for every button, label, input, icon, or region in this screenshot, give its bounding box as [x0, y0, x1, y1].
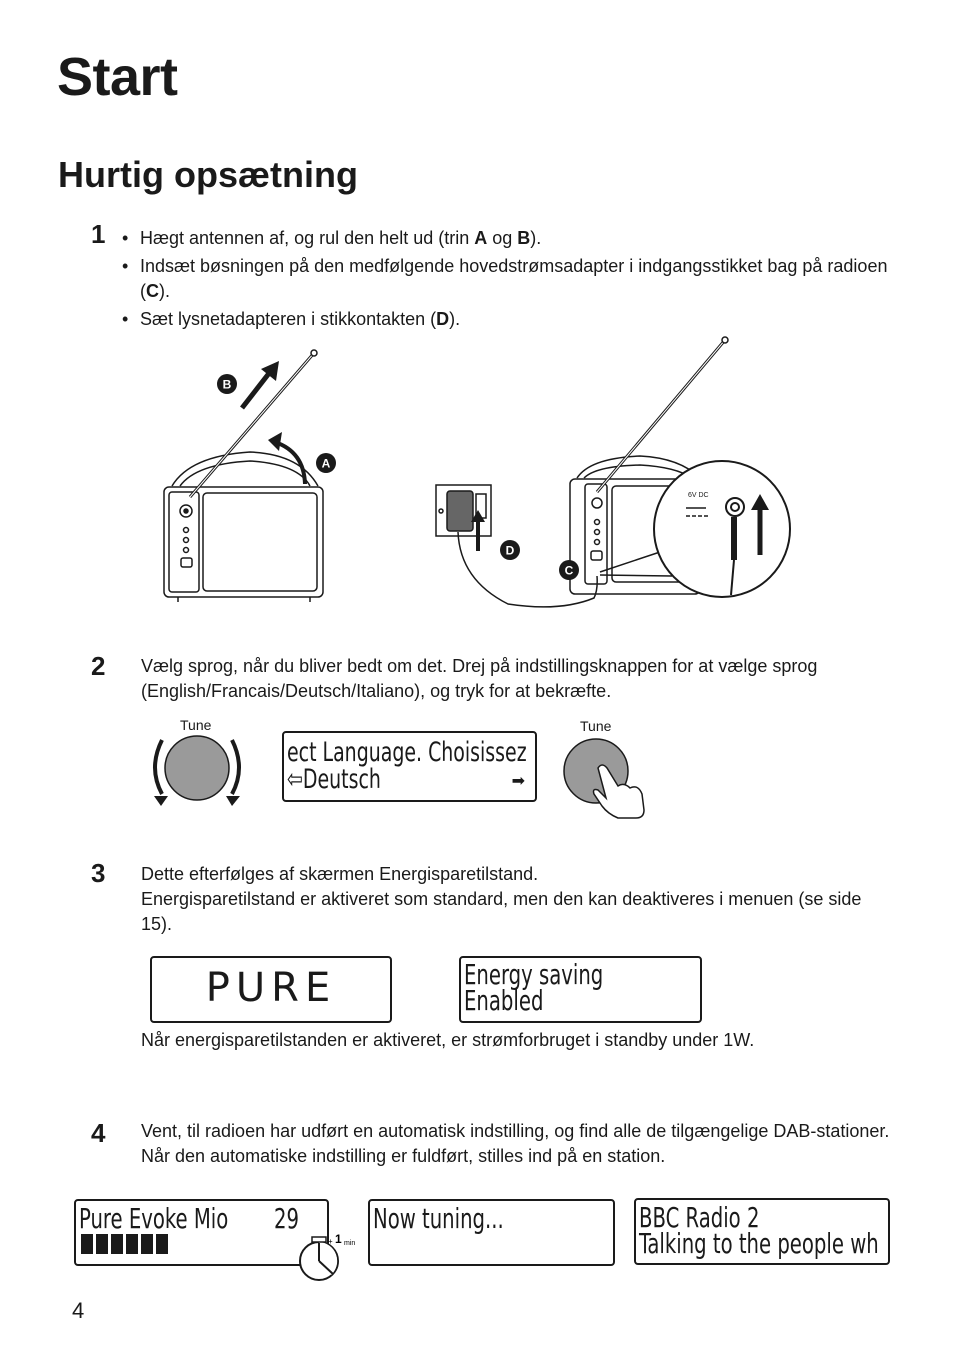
step-2-number: 2 — [91, 651, 106, 681]
badge-c: C — [559, 560, 579, 580]
badge-a: A — [316, 453, 336, 473]
svg-text:1: 1 — [335, 1232, 342, 1246]
svg-text:B: B — [223, 378, 232, 392]
step-2-text: Vælg sprog, når du bliver bedt om det. D… — [141, 656, 818, 701]
radio-antenna-illustration — [163, 349, 324, 602]
scanning-display: Pure Evoke Mio 29 — [74, 1199, 329, 1266]
tune-knob-rotate-icon — [153, 735, 241, 806]
display-line-2: Enabled — [464, 984, 544, 1017]
step-3-text-1: Dette efterfølges af skærmen Energispare… — [141, 864, 539, 884]
station-count: 29 — [274, 1202, 299, 1235]
svg-text:D: D — [506, 544, 515, 558]
arrow-right-icon: ➡ — [511, 771, 525, 790]
pure-logo: PURE — [205, 965, 337, 1011]
arrow-left-icon: ⇦ — [287, 764, 303, 795]
display-line-1: Energy saving — [464, 958, 604, 991]
tune-label-press: Tune — [580, 718, 612, 734]
language-select-display: ect Language. Choisissez ⇦Deutsch ➡ — [282, 731, 537, 802]
svg-text:C: C — [565, 564, 574, 578]
step-1-bullet: Indsæt bøsningen på den medfølgende hove… — [122, 254, 902, 304]
pure-logo-display: PURE — [150, 956, 392, 1023]
dc-input-label: 6V DC — [688, 492, 709, 499]
step-3-number: 3 — [91, 858, 106, 888]
page-title: Start — [57, 47, 178, 107]
badge-d: D — [500, 540, 520, 560]
svg-text:min: min — [344, 1240, 355, 1247]
page-number: 4 — [72, 1298, 85, 1323]
section-title: Hurtig opsætning — [58, 154, 358, 195]
step-1-bullet: Sæt lysnetadapteren i stikkontakten (D). — [122, 307, 902, 332]
step-3-text-2: Energisparetilstand er aktiveret som sta… — [141, 889, 862, 934]
display-line-1: BBC Radio 2 — [639, 1201, 760, 1234]
step-1-number: 1 — [91, 219, 106, 249]
station-name: Pure Evoke Mio — [79, 1202, 229, 1235]
display-line-1: ect Language. Choisissez — [287, 737, 527, 768]
svg-text:+: + — [328, 1237, 333, 1246]
display-line-1: Now tuning... — [373, 1202, 504, 1235]
svg-text:A: A — [322, 457, 331, 471]
step-4-number: 4 — [91, 1118, 106, 1148]
display-line-2: ⇦Deutsch — [287, 764, 381, 795]
step-1-bullet: Hægt antennen af, og rul den helt ud (tr… — [122, 226, 902, 251]
energy-saving-display: Energy saving Enabled — [459, 956, 702, 1023]
display-line-2: Talking to the people wh — [639, 1227, 879, 1260]
station-display: BBC Radio 2 Talking to the people wh — [634, 1198, 890, 1265]
tune-label-rotate: Tune — [180, 717, 212, 733]
now-tuning-display: Now tuning... — [368, 1199, 615, 1266]
step-4-text: Vent, til radioen har udført en automati… — [141, 1121, 890, 1166]
step-1-instructions: Hægt antennen af, og rul den helt ud (tr… — [122, 226, 902, 335]
power-adapter-illustration: 6V DC — [435, 336, 791, 608]
tune-knob-press-icon — [563, 738, 645, 819]
badge-b: B — [217, 374, 237, 394]
scan-progress-bar — [81, 1234, 169, 1254]
step-3-note: Når energisparetilstanden er aktiveret, … — [141, 1030, 755, 1050]
timer-icon: + 1 min — [299, 1232, 355, 1281]
